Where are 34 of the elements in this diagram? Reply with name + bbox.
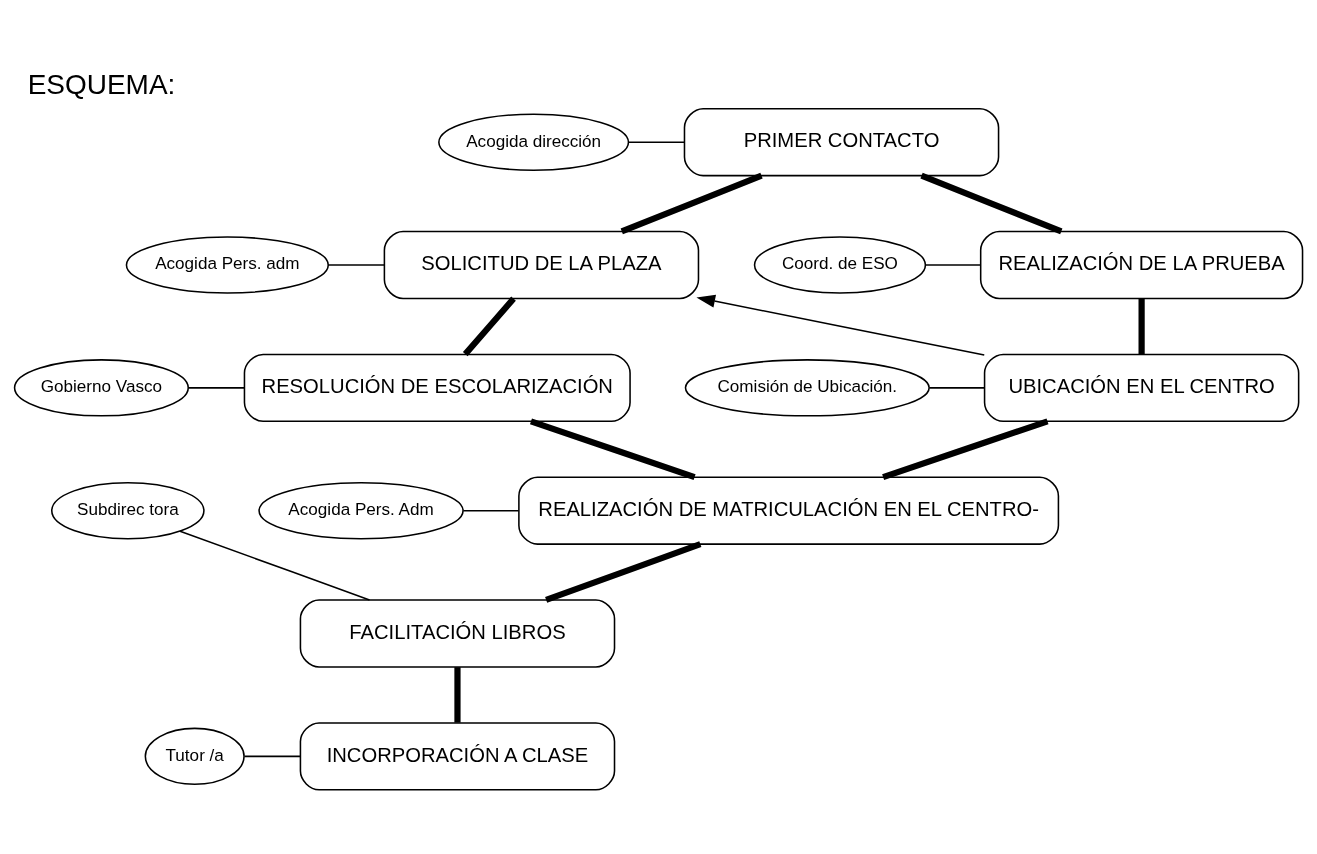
node-box: UBICACIÓN EN EL CENTRO [983,353,1300,422]
diagram-title: ESQUEMA: [27,68,176,100]
node-box: PRIMER CONTACTO [683,107,1000,176]
connector [454,666,461,723]
node-box: FACILITACIÓN LIBROS [299,598,616,668]
node-ellipse: Acogida dirección [438,112,630,171]
node-ellipse: Subdirec tora [51,481,205,539]
connector [462,509,520,511]
node-ellipse: Acogida Pers. Adm [258,481,464,539]
node-box: SOLICITUD DE LA PLAZA [383,230,700,299]
connector [620,172,763,234]
connector [882,417,1049,480]
node-box: REALIZACIÓN DE MATRICULACIÓN EN EL CENTRO- [518,476,1060,545]
arrow [696,294,986,356]
connector [920,172,1063,234]
connector [529,417,696,480]
connector [243,755,301,757]
connector [462,296,516,356]
connector [545,540,702,603]
node-ellipse: Coord. de ESO [753,235,927,294]
connector [327,263,386,266]
node-box: REALIZACIÓN DE LA PRUEBA [979,230,1304,299]
connector [928,386,986,389]
connector [1138,298,1145,354]
node-ellipse: Tutor /a [144,727,245,785]
node-ellipse: Acogida Pers. adm [125,235,330,294]
node-ellipse: Gobierno Vasco [13,358,190,417]
node-box: INCORPORACIÓN A CLASE [299,721,616,791]
node-ellipse: Comisión de Ubicación. [684,358,930,417]
node-box: RESOLUCIÓN DE ESCOLARIZACIÓN [243,353,631,422]
connector [179,529,371,601]
connector [924,263,982,266]
connector [627,140,686,143]
connector [187,386,245,389]
